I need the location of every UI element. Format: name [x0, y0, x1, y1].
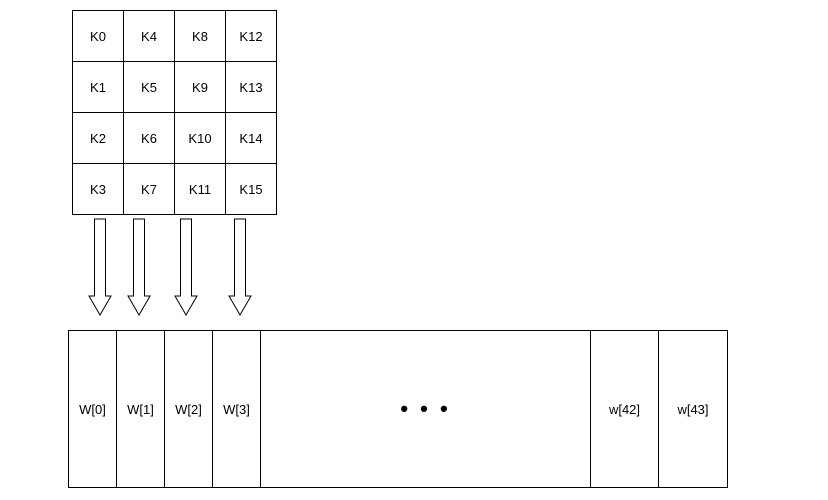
table-row: K0 K4 K8 K12 — [72, 10, 277, 62]
expanded-key-words: W[0] W[1] W[2] W[3] • • • w[42] w[43] — [68, 330, 728, 488]
key-cell-k3: K3 — [72, 163, 124, 215]
key-bytes-matrix: K0 K4 K8 K12 K1 K5 K9 K13 K2 K6 K10 K14 … — [72, 10, 277, 215]
word-cell-w42: w[42] — [591, 331, 659, 487]
key-cell-k7: K7 — [123, 163, 175, 215]
arrow-down-icon — [88, 218, 112, 316]
word-cell-w0: W[0] — [69, 331, 117, 487]
key-cell-k12: K12 — [225, 10, 277, 62]
key-cell-k4: K4 — [123, 10, 175, 62]
key-cell-k2: K2 — [72, 112, 124, 164]
key-cell-k0: K0 — [72, 10, 124, 62]
arrow-down-icon — [174, 218, 198, 316]
word-cell-w3: W[3] — [213, 331, 261, 487]
key-cell-k13: K13 — [225, 61, 277, 113]
word-cell-w2: W[2] — [165, 331, 213, 487]
word-cell-w1: W[1] — [117, 331, 165, 487]
key-cell-k1: K1 — [72, 61, 124, 113]
table-row: K1 K5 K9 K13 — [72, 61, 277, 113]
key-cell-k8: K8 — [174, 10, 226, 62]
key-cell-k10: K10 — [174, 112, 226, 164]
arrow-down-icon — [228, 218, 252, 316]
key-cell-k11: K11 — [174, 163, 226, 215]
word-cell-ellipsis: • • • — [261, 331, 591, 487]
table-row: K2 K6 K10 K14 — [72, 112, 277, 164]
arrow-down-icon — [127, 218, 151, 316]
table-row: K3 K7 K11 K15 — [72, 163, 277, 215]
key-cell-k15: K15 — [225, 163, 277, 215]
key-cell-k14: K14 — [225, 112, 277, 164]
key-cell-k6: K6 — [123, 112, 175, 164]
word-cell-w43: w[43] — [677, 401, 709, 417]
key-cell-k9: K9 — [174, 61, 226, 113]
key-cell-k5: K5 — [123, 61, 175, 113]
